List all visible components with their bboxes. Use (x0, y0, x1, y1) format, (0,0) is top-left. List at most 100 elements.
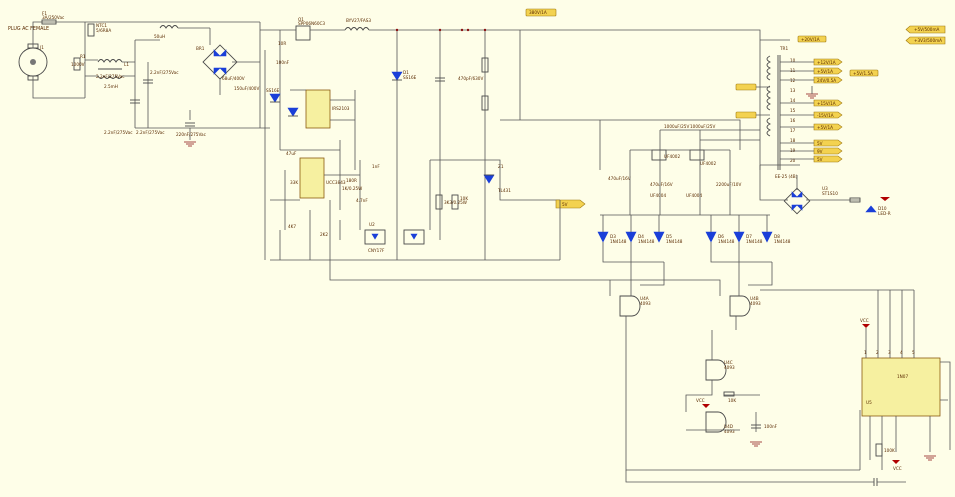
diode-d3-ref: D3 (610, 234, 616, 239)
label-r-comp: 4K7 (288, 224, 296, 229)
gate-u4a-icon (619, 295, 641, 317)
rect-diode-3: UF4004 (650, 193, 666, 198)
fuse-icon (41, 19, 57, 25)
input-inductor-value: 50uH (154, 34, 165, 39)
choke-value-1: 2.2nF/275Vac (96, 74, 125, 79)
tr-pin-13: 13 (790, 88, 796, 93)
net-tag-5v-feedback-label: 5V (562, 202, 568, 207)
mcu-vcc-label: VCC (860, 318, 869, 323)
logic-ground-icon (750, 441, 762, 447)
mcu-resistor-icon (875, 443, 883, 457)
gate-u4a-ref: U4A (640, 296, 649, 301)
label-c-timing: 1nF (372, 164, 380, 169)
tr-pin-17: 17 (790, 128, 796, 133)
primary-zener-icon (287, 107, 299, 117)
ac-input-section: PLUG AC FEMALE J1 F1 3A/250Vac NTC1 5/6R… (8, 11, 270, 147)
tr-pin-10: 10 (790, 58, 796, 63)
connector-pin-icon (30, 59, 36, 65)
feedback-r1: 10K (460, 196, 468, 201)
tr-tag-2-label: +5V/1A (817, 69, 833, 74)
rect-cap-3: 470uF/16V (608, 176, 631, 181)
tr-tag-6 (813, 123, 843, 131)
diode-d5-ref: D5 (666, 234, 672, 239)
label-r-gate: 10R (278, 41, 286, 46)
diode-d3-part: 1N4148 (610, 239, 627, 244)
mcu-pin-1: 1 (864, 350, 867, 355)
mcu-resistor-label: 100K (884, 448, 895, 453)
net-tag-380v (525, 8, 557, 17)
mcu-section: U5 1N07 VCC 1 2 3 4 5 100K VCC (625, 289, 951, 486)
diode-d7-ref: D7 (746, 234, 752, 239)
rect-cap-4: 470uF/16V (650, 182, 673, 187)
led-ref: D10 (878, 206, 887, 211)
varistor-ref: R1 (80, 54, 86, 59)
mcu-ref: U5 (866, 400, 872, 405)
resistor-icon (481, 57, 489, 73)
rectifier-2-icon (689, 149, 705, 161)
fuse-value: 3A/250Vac (42, 15, 65, 20)
tr-tag-1 (813, 58, 843, 66)
rect-cap-2: 1000uF/25V (690, 124, 715, 129)
tr-pin-18: 18 (790, 138, 796, 143)
controller-2-part: UCC3843 (326, 180, 346, 185)
tr-pin-12: 12 (790, 78, 796, 83)
logic-diode-d7-icon (733, 231, 745, 243)
diode-d6-part: 1N4148 (718, 239, 735, 244)
ntc-ref: NTC1 (96, 23, 107, 28)
logic-diode-d8-icon (761, 231, 773, 243)
connector-ref: J1 (39, 45, 44, 50)
tr-pin-20: 20 (790, 158, 796, 163)
input-inductor-icon (159, 25, 179, 29)
choke-value: 2.5mH (104, 84, 118, 89)
diode-d8-ref: D8 (774, 234, 780, 239)
primary-diode-part: SS16E (266, 88, 280, 93)
ground-icon (184, 141, 196, 147)
connector-label: PLUG AC FEMALE (8, 26, 49, 32)
logic-diode-d4-icon (625, 231, 637, 243)
tr-tag-7-label: 5V (817, 141, 823, 146)
tr-left-tag-2 (735, 111, 757, 119)
rect-diode-2: UF4002 (700, 161, 716, 166)
x-cap-4: 2.2nF/275Vac (136, 130, 165, 135)
optocoupler-icon (364, 229, 386, 245)
controller-ic-2 (299, 157, 325, 199)
tl431-ref: Z1 (498, 164, 504, 169)
gate-u4d-icon (705, 411, 727, 433)
bridge-rectifier-icon (202, 44, 238, 80)
diode-d1-part: SS16E (403, 75, 417, 80)
gate-u4d-part: 4093 (724, 429, 735, 434)
net-tags-top: 380V/1A +5V/500mA +3V3/500mA +5V/1.5A 5V (525, 8, 946, 209)
logic-resistor-label: 10K (728, 398, 736, 403)
transformer-section: TR1 EE-25 (4B) 10 11 12 13 14 15 16 17 1… (610, 29, 843, 179)
y-cap-value: 220nF/275Vac (176, 132, 207, 137)
logic-resistor-icon (723, 391, 735, 397)
net-tag-side-label: +5V/1.5A (853, 71, 873, 76)
gate-u4b-part: 4093 (750, 301, 761, 306)
tr-tag-7 (813, 139, 843, 147)
tr-tag-5-label: -15V/1A (817, 113, 834, 118)
tl431-icon (483, 174, 495, 184)
net-tag-380v-label: 380V/1A (529, 10, 547, 15)
tr-tag-4 (813, 99, 843, 107)
mcu-pin-5: 5 (912, 350, 915, 355)
tr-tag-8-label: 9V (817, 149, 823, 154)
opto-part: CNY17F (368, 248, 385, 253)
tr-tag-3 (813, 76, 843, 84)
diode-d4-part: 1N4148 (638, 239, 655, 244)
varistor-icon (73, 57, 81, 71)
diode-d1-icon (391, 71, 403, 81)
pfc-inductor-icon (344, 27, 370, 31)
tr-left-tag-1 (735, 83, 757, 91)
transformer-winding-icon (766, 55, 772, 81)
bulk-cap-1: 68uF/400V (222, 76, 245, 81)
led-part: LED-R (878, 211, 891, 216)
bulk-cap-2: 150uF/400V (234, 86, 259, 91)
fuse-ref: F1 (42, 11, 47, 16)
logic-diode-d6-icon (705, 231, 717, 243)
diode-d4-ref: D4 (638, 234, 644, 239)
tr-tag-9-label: 5V (817, 157, 823, 162)
x-cap-3: 2.2nF/275Vac (104, 130, 133, 135)
diode-d8-part: 1N4148 (774, 239, 791, 244)
